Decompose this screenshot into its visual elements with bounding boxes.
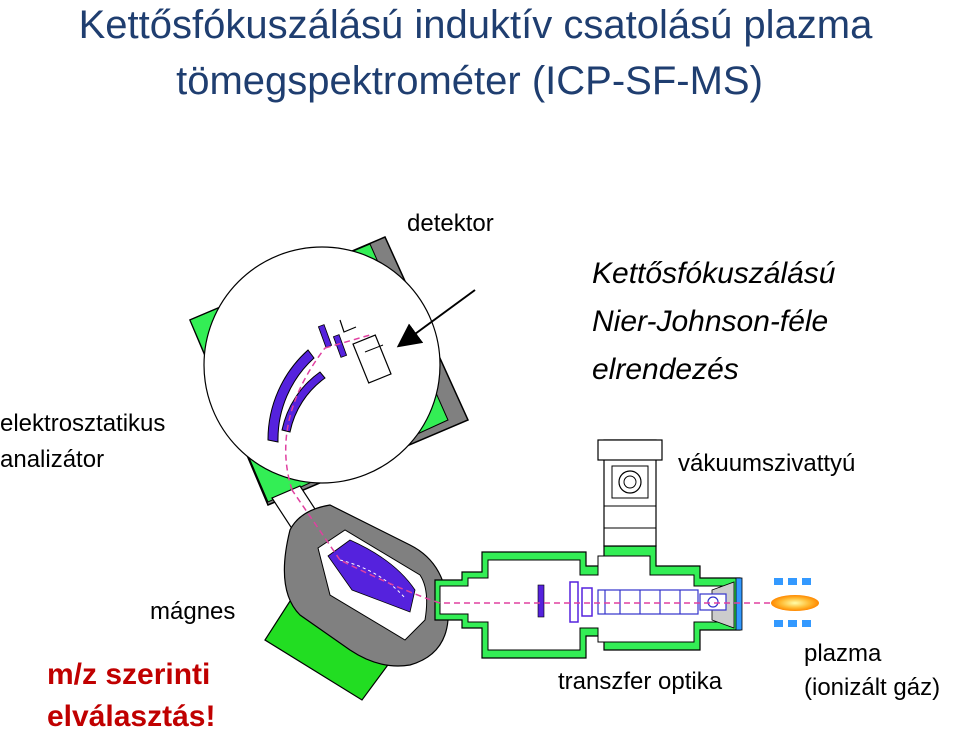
- layout-label-line-1: Kettősfókuszálású: [592, 257, 836, 290]
- title-line-2: tömegspektrométer (ICP-SF-MS): [176, 59, 763, 103]
- magnet-label: mágnes: [150, 598, 236, 625]
- detector-arrow: [396, 289, 476, 348]
- esa-plates: [267, 349, 326, 443]
- vacuum-pump: [597, 439, 663, 547]
- magnet: [264, 504, 449, 701]
- plasma-torch: [771, 578, 819, 627]
- plasma-flame: [771, 595, 819, 611]
- ion-beam-path: [285, 334, 770, 604]
- separation-label-line-2: elválasztás!: [47, 700, 216, 733]
- detector-assembly: [317, 319, 392, 384]
- ion-lenses: [537, 581, 727, 623]
- layout-label-line-3: elrendezés: [592, 353, 739, 386]
- title-line-1: Kettősfókuszálású induktív csatolású pla…: [78, 3, 873, 47]
- pump-label: vákuumszivattyú: [678, 450, 856, 477]
- esa-label-line-1: elektrosztatikus: [0, 410, 166, 437]
- separation-label-line-1: m/z szerinti: [47, 658, 211, 691]
- plasma-label-line-2: (ionizált gáz): [804, 674, 941, 701]
- plasma-label-line-1: plazma: [804, 640, 882, 667]
- detector-label: detektor: [407, 210, 494, 237]
- esa-label-line-2: analizátor: [0, 446, 105, 473]
- esa-housing: [189, 236, 470, 506]
- layout-label-line-2: Nier-Johnson-féle: [592, 305, 829, 338]
- esa-chamber: [203, 246, 441, 484]
- transfer-optics-label: transzfer optika: [558, 668, 723, 695]
